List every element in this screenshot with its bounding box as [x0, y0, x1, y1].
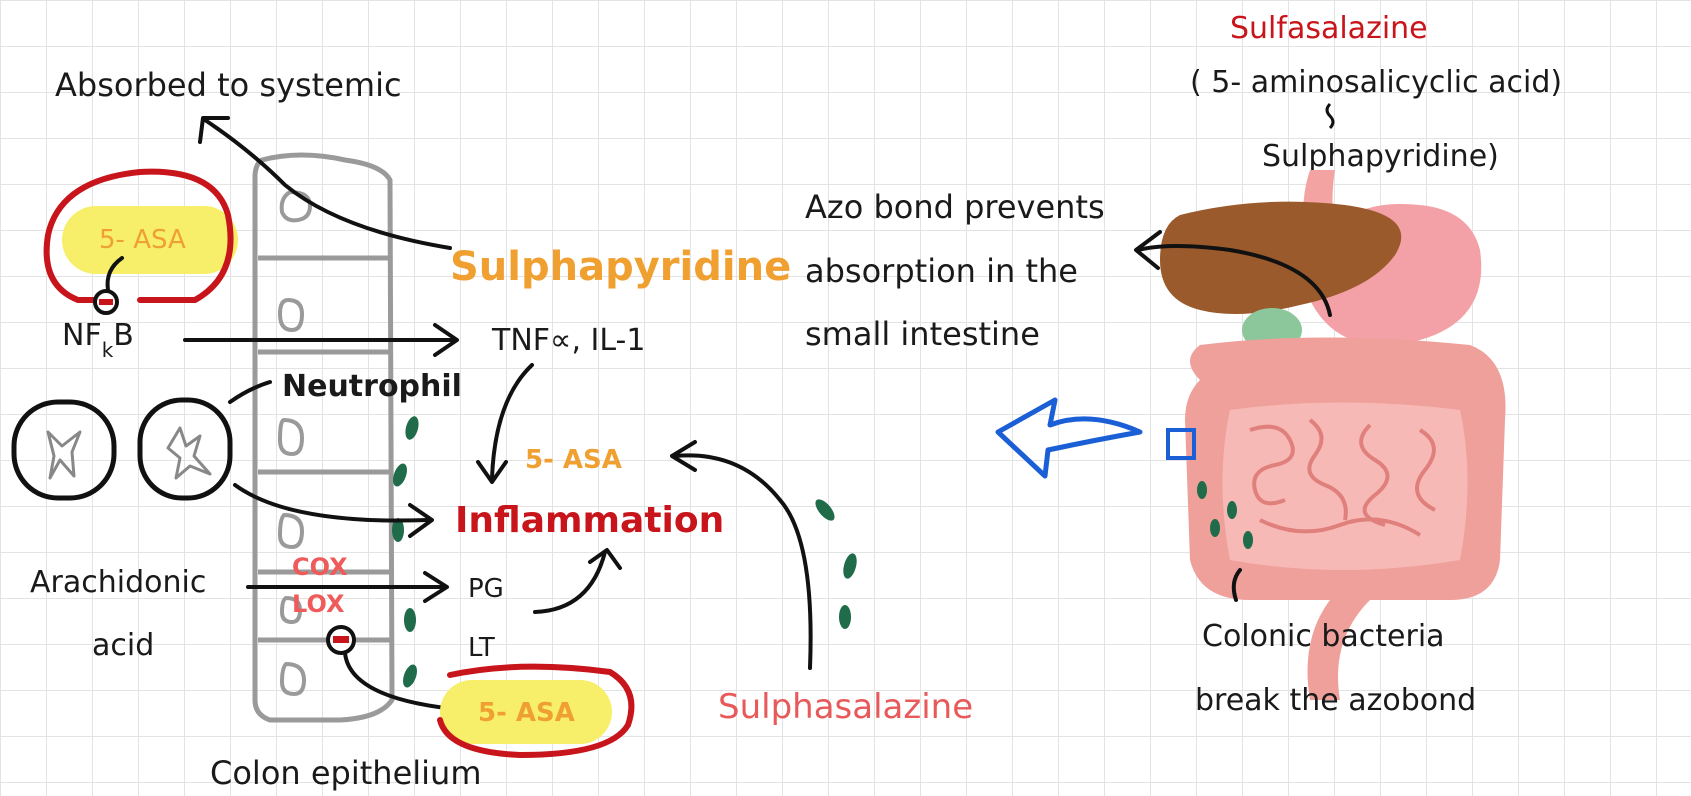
s-asa-label-center: 5- ASA: [525, 445, 622, 475]
colon-epithelium-icon: [255, 155, 392, 720]
colonic-line-1: Colonic bacteria: [1202, 619, 1445, 654]
arrow-sulphasalazine-asa: [675, 455, 811, 668]
nfkb-label: NFkB: [62, 318, 134, 362]
s-asa-label-top: 5- ASA: [99, 225, 186, 255]
colonic-line-2: break the azobond: [1195, 683, 1476, 718]
tnf-label: TNF∝, IL-1: [491, 323, 645, 358]
inhibition-symbol-icon: [95, 291, 117, 313]
cox-label: COX: [292, 553, 348, 581]
sulphapyridine-label: Sulphapyridine: [450, 244, 791, 290]
azo-line-2: absorption in the: [805, 252, 1078, 290]
s-asa-label-bottom: 5- ASA: [478, 698, 575, 728]
inflammation-label: Inflammation: [455, 500, 724, 541]
neutrophil-label: Neutrophil: [282, 369, 462, 404]
arrow-neutrophil-inflammation: [235, 485, 428, 521]
lox-label: LOX: [292, 590, 345, 618]
arachidonic-label-2: acid: [92, 628, 154, 663]
colon-epithelium-label: Colon epithelium: [210, 754, 481, 792]
formula-line-1: ( 5- aminosalicyclic acid): [1190, 65, 1562, 100]
neutrophil-pointer: [230, 382, 270, 402]
bacteria-icon: [390, 415, 859, 689]
bond-symbol: [1327, 104, 1333, 128]
formula-line-2: Sulphapyridine): [1262, 139, 1499, 174]
azo-line-1: Azo bond prevents: [805, 188, 1105, 226]
neutrophil-icon: [14, 400, 230, 498]
inhibition-symbol-icon: [328, 627, 354, 653]
title-label: Sulfasalazine: [1230, 11, 1428, 46]
absorbed-label: Absorbed to systemic: [55, 66, 402, 104]
sulphasalazine-label: Sulphasalazine: [718, 687, 973, 727]
pg-label: PG: [468, 574, 504, 604]
arachidonic-label-1: Arachidonic: [30, 565, 206, 600]
arrow-absorbed: [205, 120, 450, 248]
azo-line-3: small intestine: [805, 315, 1040, 353]
blue-arrow-icon: [998, 400, 1140, 476]
lt-label: LT: [468, 633, 495, 663]
